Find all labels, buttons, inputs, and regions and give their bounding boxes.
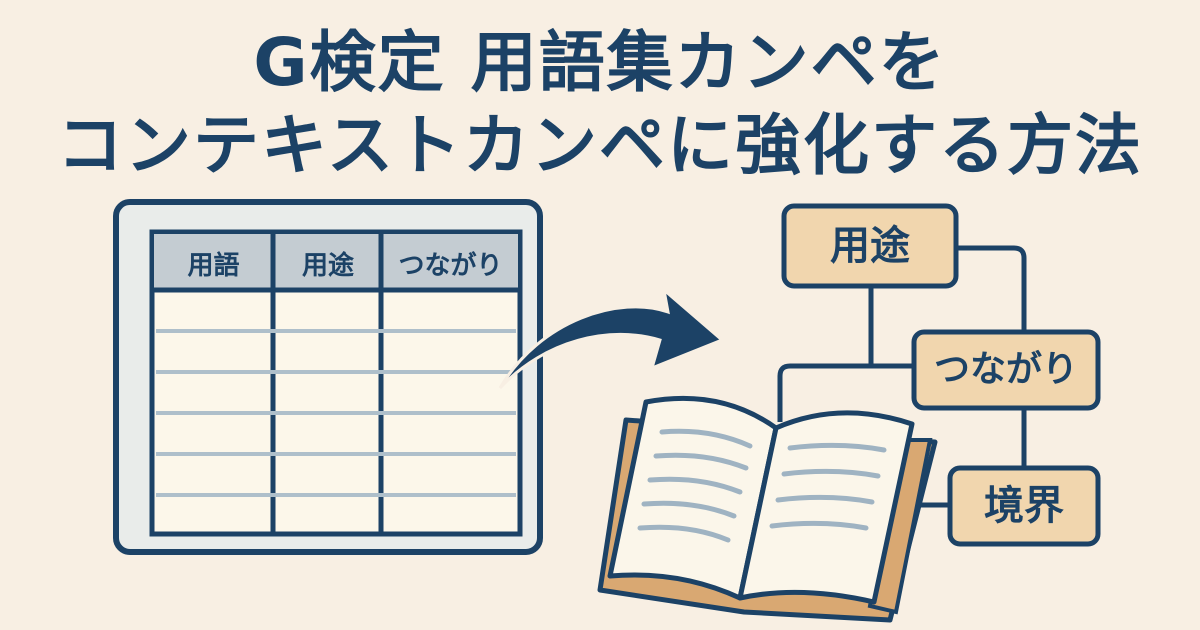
title-line-1: G検定 用語集カンペを — [253, 24, 947, 101]
title-line-2: コンテキストカンペに強化する方法 — [56, 107, 1144, 184]
node-boundary: 境界 — [984, 483, 1064, 529]
node-connection: つながり — [933, 349, 1078, 390]
table-header-usage: 用途 — [301, 251, 354, 281]
table-header-connection: つながり — [398, 251, 503, 281]
table-header-term: 用語 — [187, 251, 240, 281]
glossary-table-illustration — [113, 199, 543, 555]
node-usage: 用途 — [830, 223, 910, 269]
connector-lines — [777, 245, 1027, 508]
arrow-right-icon — [498, 286, 725, 390]
diagram-nodes — [781, 203, 1101, 547]
open-book-icon — [597, 395, 938, 623]
